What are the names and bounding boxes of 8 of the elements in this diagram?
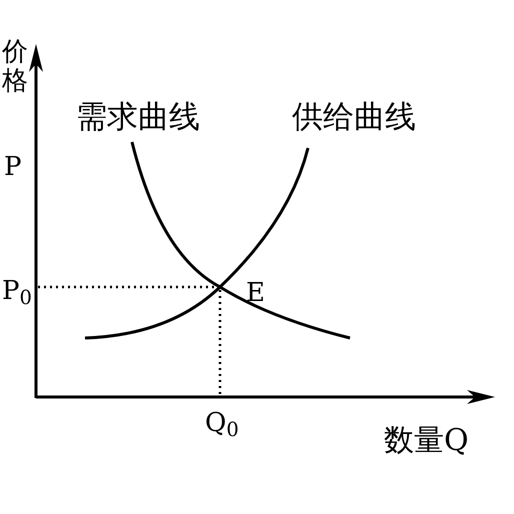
axis-label: Q$_{0}$	[205, 407, 239, 443]
axis-label: P$_{0}$	[2, 275, 32, 311]
axis-label: 价格	[2, 38, 28, 96]
axis-label: 数量Q	[384, 422, 469, 460]
axis-label: P	[4, 151, 22, 184]
curve-label: 需求曲线	[76, 98, 200, 137]
curve-label: 供给曲线	[292, 98, 416, 137]
point-label: E	[246, 277, 265, 310]
